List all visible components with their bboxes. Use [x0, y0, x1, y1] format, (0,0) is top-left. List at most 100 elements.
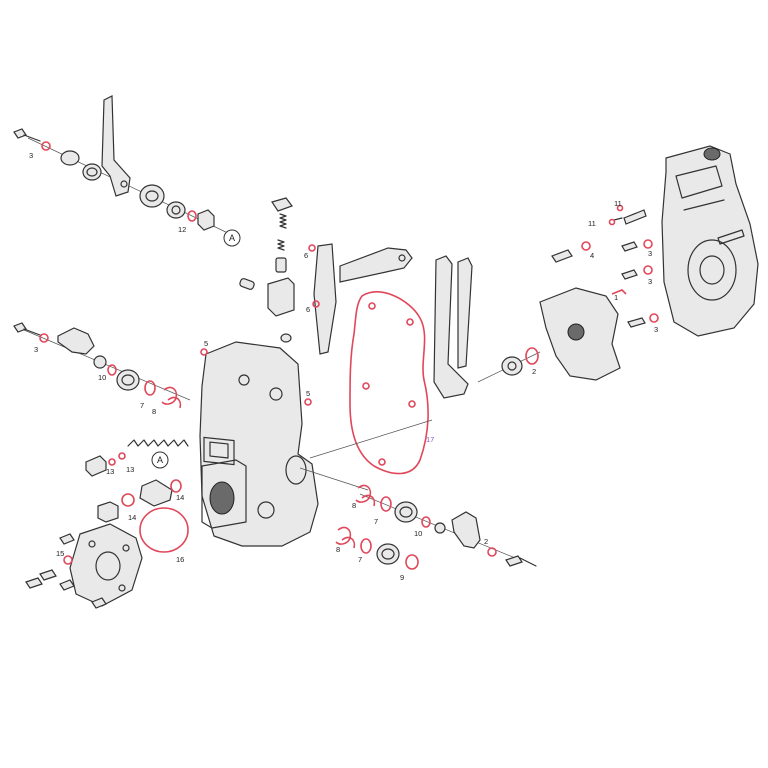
seal-13-a [118, 452, 126, 460]
callout-3-right-a: 3 [648, 249, 652, 258]
gasket-assembly: 17 [309, 291, 434, 475]
callout-4: 4 [590, 251, 594, 260]
cover-bolt-3 [25, 577, 43, 589]
callout-10-left: 10 [98, 373, 106, 382]
callout-14-right: 14 [176, 493, 184, 502]
nut-top-left [197, 209, 215, 231]
callout-5-upper: 5 [204, 339, 208, 348]
cover-bolt-5 [91, 597, 107, 609]
callout-8-lower: 8 [336, 545, 340, 554]
seal-14-right [170, 479, 182, 493]
control-lever-plate [313, 243, 337, 355]
reference-marker-a-mid [151, 451, 169, 469]
solenoid-assembly: A 13 13 14 14 [85, 439, 189, 523]
callout-1: 1 [614, 293, 618, 302]
shaft-bush-right-lower [376, 543, 400, 565]
seal-washer-3-right-c [649, 313, 659, 323]
clip-8-lower [335, 526, 352, 545]
callout-16: 16 [176, 555, 184, 564]
link-bracket [267, 277, 295, 317]
callout-3-right-c: 3 [654, 325, 658, 334]
callout-9: 9 [400, 573, 404, 582]
collar-top-left [139, 184, 165, 208]
screw-right-4 [627, 317, 646, 328]
callout-7-left: 7 [140, 401, 144, 410]
cover-bolt-4 [59, 579, 75, 591]
governor-cover [661, 145, 759, 337]
callout-2-bottom: 2 [484, 537, 488, 546]
spring-upper [279, 213, 287, 229]
clip-8-upper [355, 484, 372, 503]
cover-port [703, 147, 721, 161]
spring-lower [277, 239, 285, 251]
o-ring-16 [139, 507, 189, 553]
seal-15 [63, 555, 73, 565]
clip-1 [611, 289, 627, 295]
top-left-lever-assembly: A 3 12 [13, 95, 241, 247]
ring-top-left [166, 201, 186, 219]
cover-bolt-2 [39, 569, 57, 581]
bush-small [280, 333, 292, 343]
solenoid-valve [139, 479, 173, 507]
callout-3-top-left: 3 [29, 151, 33, 160]
cover-plate-assembly: 15 16 [25, 507, 189, 609]
callout-5-right: 5 [306, 389, 310, 398]
seal-7-left [144, 380, 156, 396]
screw-right-1 [551, 249, 573, 263]
callout-14-left: 14 [128, 513, 136, 522]
nozzle-cap [85, 455, 107, 477]
housing-gasket [349, 291, 429, 475]
washer-right [434, 522, 446, 534]
seal-7-lower [360, 538, 372, 554]
pin-left [239, 278, 255, 290]
clip-8-left [161, 386, 178, 405]
seal-washer-3-left [39, 333, 49, 343]
seal-9 [405, 554, 419, 570]
bushing-top-left [82, 163, 102, 181]
callout-3-left: 3 [34, 345, 38, 354]
seal-6-upper [308, 244, 316, 252]
bottom-right-shaft-assembly: 8 7 10 2 8 7 9 [335, 484, 537, 582]
bolt-left-mid [13, 322, 27, 333]
callout-13-b: 13 [126, 465, 134, 474]
seal-washer-4 [581, 241, 591, 251]
seal-2 [525, 347, 539, 365]
speed-lever-assembly: 2 [433, 255, 541, 399]
central-link-assembly: 6 6 [239, 197, 413, 355]
callout-2-center: 2 [532, 367, 536, 376]
speed-lever-fork [457, 257, 473, 369]
seal-11-a [608, 218, 616, 226]
cam-bore [567, 323, 585, 341]
washer-left-mid [93, 355, 107, 369]
speed-lever-arm [433, 255, 469, 399]
callout-11-right: 11 [614, 199, 622, 208]
callout-8-upper: 8 [352, 501, 356, 510]
callout-12: 12 [178, 225, 186, 234]
callout-7-lower: 7 [358, 555, 362, 564]
lever-arm-top-left [101, 95, 131, 197]
callout-17: 17 [426, 435, 434, 444]
seal-14-left [121, 493, 135, 507]
callout-10-right: 10 [414, 529, 422, 538]
pump-housing: 5 5 [199, 339, 369, 547]
roller-bush [501, 356, 523, 376]
seal-6-lower [312, 300, 320, 308]
cover-bolt-1 [59, 533, 75, 545]
screw-right-3 [621, 269, 638, 280]
solenoid-nut [97, 501, 119, 523]
reference-marker-a-top [223, 229, 241, 247]
callout-15: 15 [56, 549, 64, 558]
seal-washer-3-bottom [487, 547, 497, 557]
callout-6-upper: 6 [304, 251, 308, 260]
callout-8-left: 8 [152, 407, 156, 416]
end-cover-plate [69, 523, 143, 607]
callout-3-right-b: 3 [648, 277, 652, 286]
spacer-top-left [60, 150, 80, 166]
long-spring [127, 439, 189, 447]
seal-10-left [107, 364, 117, 376]
right-housing-assembly: 11 11 4 3 3 3 1 [539, 145, 759, 381]
seal-washer-3-right-a [643, 239, 653, 249]
seal-7-upper [380, 496, 392, 512]
seal-washer-3 [41, 141, 51, 151]
seal-12 [187, 210, 197, 222]
